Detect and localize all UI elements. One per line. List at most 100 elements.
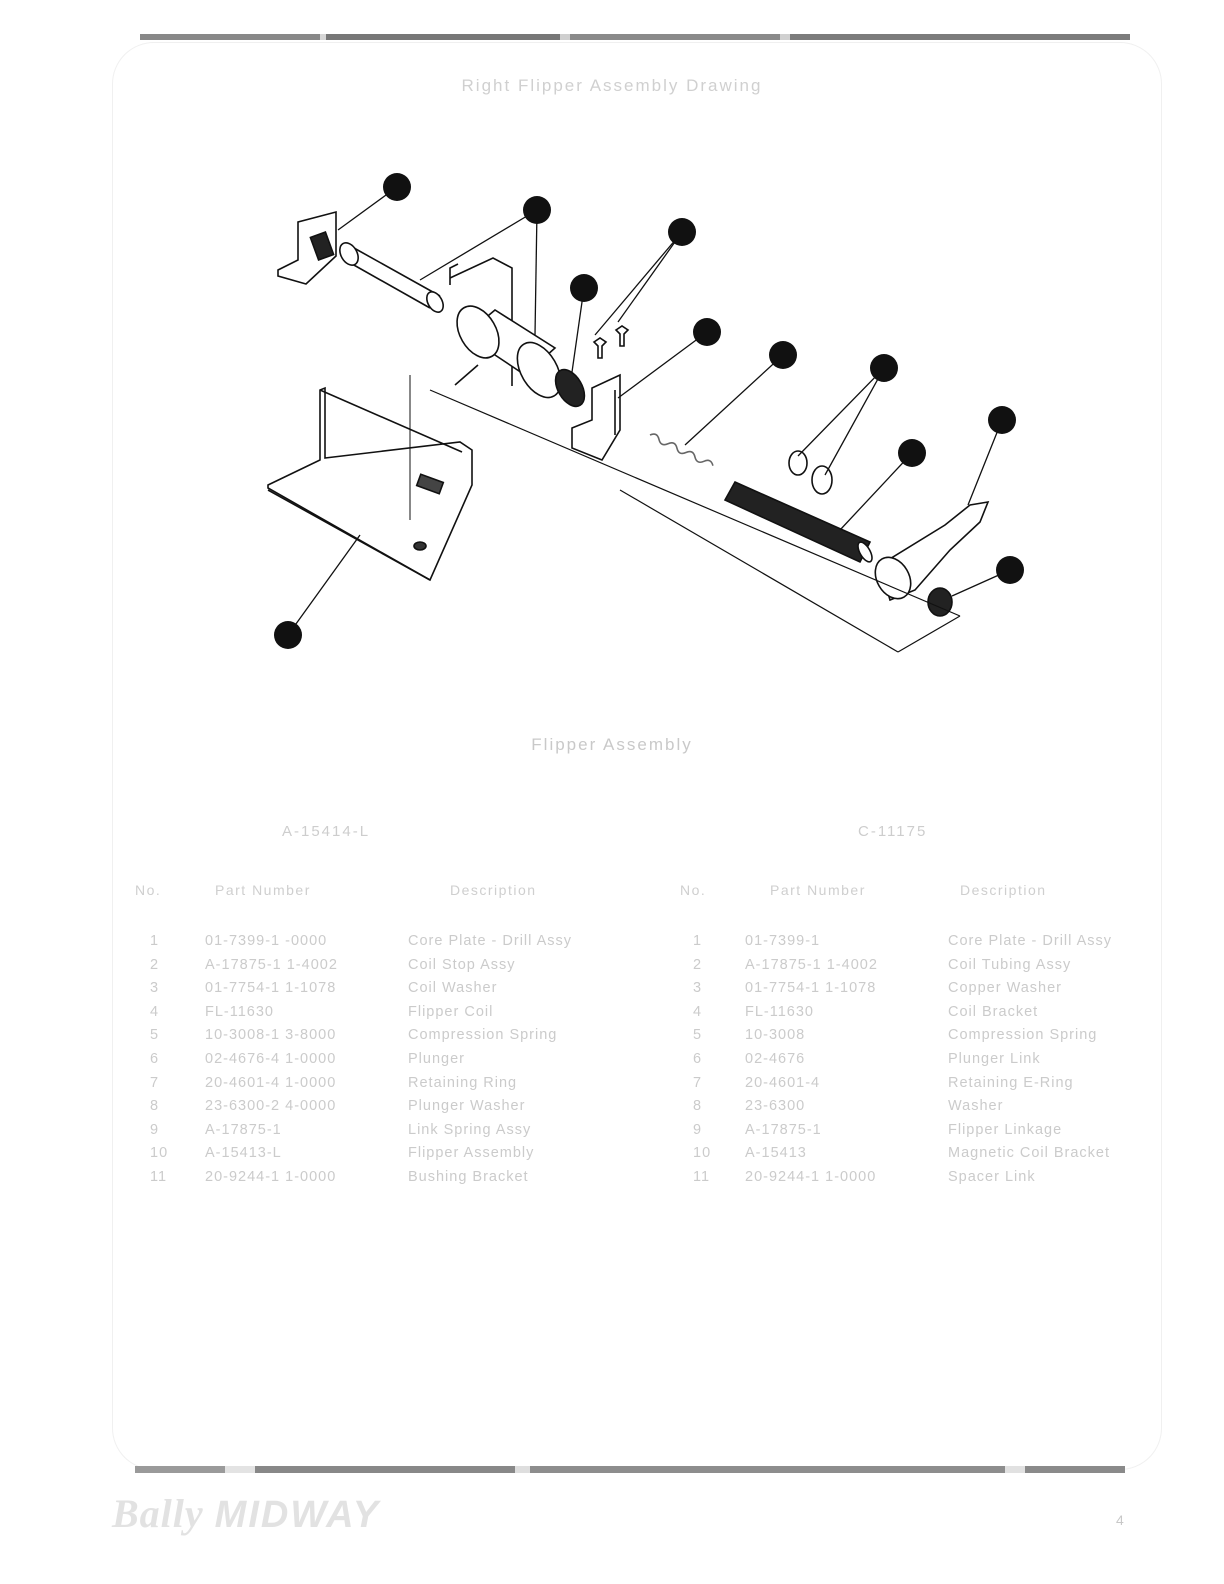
table-row: 23-6300-2 4-0000 — [205, 1098, 337, 1115]
logo-midway: MIDWAY — [214, 1494, 381, 1536]
table-row: FL-11630 — [745, 1003, 814, 1020]
table-row: 9 — [693, 1121, 703, 1138]
table-row: Flipper Linkage — [948, 1121, 1063, 1138]
table-row: Plunger — [408, 1050, 465, 1067]
table-row: 01-7399-1 -0000 — [205, 933, 328, 949]
table-row: 2 — [150, 956, 160, 973]
table-row: 1 — [150, 933, 160, 949]
table-row: 11 — [693, 1168, 711, 1185]
assembly-number-right: C-11175 — [858, 823, 928, 840]
e-ring-2 — [811, 465, 833, 495]
table-row: 23-6300 — [745, 1098, 806, 1115]
callout-7 — [870, 354, 898, 382]
table-row: Plunger Washer — [408, 1098, 526, 1115]
callout-6 — [769, 341, 797, 369]
table-row: Link Spring Assy — [408, 1121, 532, 1138]
table-row: Copper Washer — [948, 980, 1063, 997]
table-row: Compression Spring — [408, 1027, 558, 1044]
table-row: Magnetic Coil Bracket — [948, 1145, 1111, 1162]
callout-10 — [996, 556, 1024, 584]
left-desc-column: Core Plate - Drill Assy Coil Stop Assy C… — [408, 930, 572, 1190]
diagram-svg — [267, 173, 1024, 653]
table-row: 1 — [693, 933, 703, 949]
bushing — [927, 587, 953, 617]
table-row: 7 — [693, 1074, 703, 1091]
table-row: 11 — [150, 1168, 168, 1185]
table-row: 01-7754-1 1-1078 — [205, 980, 337, 997]
flipper-exploded-diagram — [250, 160, 1050, 675]
header-part-right: Part Number — [770, 882, 866, 898]
coil-stop — [309, 230, 335, 262]
coil-bracket — [571, 373, 621, 461]
table-row: Compression Spring — [948, 1027, 1098, 1044]
table-row: Retaining E-Ring — [948, 1074, 1074, 1091]
assembly-number-left: A-15414-L — [282, 823, 371, 840]
table-row: Coil Stop Assy — [408, 956, 516, 973]
header-desc-right: Description — [960, 882, 1047, 898]
coil-washer — [554, 368, 586, 408]
left-item-column: 1 2 3 4 5 6 7 8 9 10 11 — [150, 930, 168, 1190]
table-row: 3 — [693, 980, 703, 997]
table-row: A-15413 — [745, 1145, 807, 1162]
table-row: 10 — [150, 1145, 169, 1162]
table-row: Coil Bracket — [948, 1003, 1039, 1020]
table-row: Plunger Link — [948, 1050, 1041, 1067]
page-title: Right Flipper Assembly Drawing — [461, 76, 763, 95]
callout-8 — [898, 439, 926, 467]
table-row: 20-9244-1 1-0000 — [745, 1168, 877, 1185]
core-plate — [277, 210, 337, 285]
table-row: 01-7754-1 1-1078 — [745, 980, 877, 997]
header-item-right: No. — [680, 882, 707, 898]
flipper-coil — [516, 341, 562, 399]
table-row: 2 — [693, 956, 703, 973]
header-part-left: Part Number — [215, 882, 311, 898]
table-row: 20-4601-4 1-0000 — [205, 1074, 337, 1091]
compression-spring — [649, 433, 714, 466]
coil-tube — [426, 291, 444, 313]
bottom-rule — [135, 1466, 1125, 1473]
table-row: 10-3008 — [745, 1027, 806, 1044]
left-part-column: 01-7399-1 -0000 A-17875-1 1-4002 01-7754… — [205, 930, 338, 1190]
table-row: 5 — [693, 1027, 703, 1044]
table-row: 4 — [150, 1003, 160, 1020]
top-rule — [140, 34, 1130, 40]
right-desc-column: Core Plate - Drill Assy Coil Tubing Assy… — [948, 930, 1112, 1190]
table-row: Flipper Coil — [408, 1003, 494, 1020]
table-row: Coil Tubing Assy — [948, 956, 1072, 973]
e-ring-1 — [788, 450, 808, 476]
table-row: Core Plate - Drill Assy — [408, 933, 573, 949]
plunger — [723, 480, 872, 564]
table-row: A-15413-L — [205, 1145, 282, 1162]
callout-2 — [523, 196, 551, 224]
table-row: A-17875-1 — [205, 1121, 282, 1138]
table-row: A-17875-1 — [745, 1121, 822, 1138]
right-part-column: 01-7399-1 A-17875-1 1-4002 01-7754-1 1-1… — [745, 930, 878, 1190]
table-row: 8 — [150, 1098, 160, 1115]
bally-midway-logo: Bally MIDWAY — [112, 1490, 380, 1537]
table-row: 9 — [150, 1121, 160, 1138]
table-row: 5 — [150, 1027, 160, 1044]
table-row: A-17875-1 1-4002 — [205, 956, 338, 973]
table-row: 6 — [150, 1050, 160, 1067]
table-row: 4 — [693, 1003, 703, 1020]
table-row: 20-9244-1 1-0000 — [205, 1168, 337, 1185]
callout-3 — [668, 218, 696, 246]
table-row: 02-4676 — [745, 1050, 806, 1067]
table-row: 8 — [693, 1098, 703, 1115]
table-row: Spacer Link — [948, 1168, 1036, 1185]
table-row: 3 — [150, 980, 160, 997]
page-number: 4 — [1116, 1512, 1124, 1528]
table-row: Bushing Bracket — [408, 1168, 529, 1185]
callout-11 — [274, 621, 302, 649]
table-row: FL-11630 — [205, 1003, 274, 1020]
table-row: 02-4676-4 1-0000 — [205, 1050, 337, 1067]
table-row: Flipper Assembly — [408, 1145, 535, 1162]
callout-5 — [693, 318, 721, 346]
table-row: Retaining Ring — [408, 1074, 518, 1091]
mounting-screws — [592, 325, 630, 359]
table-row: A-17875-1 1-4002 — [745, 956, 878, 973]
header-desc-left: Description — [450, 882, 537, 898]
table-row: Washer — [948, 1098, 1004, 1115]
callout-9 — [988, 406, 1016, 434]
header-item-left: No. — [135, 882, 162, 898]
